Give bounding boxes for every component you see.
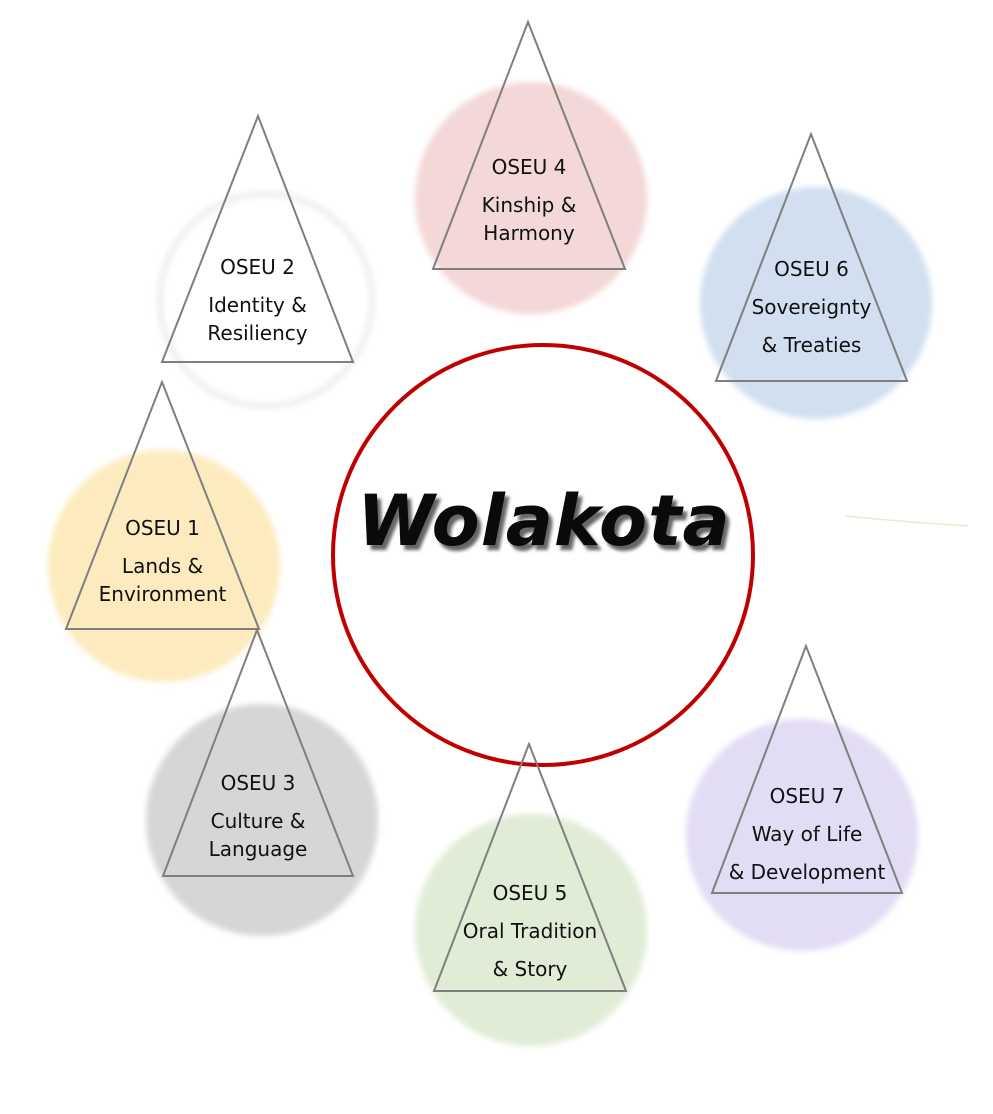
oseu-2-line-3: Resiliency xyxy=(207,321,308,345)
oseu-1-line-3: Environment xyxy=(98,582,227,606)
oseu-5-line-3: & Story xyxy=(492,957,568,981)
oseu-4-line-1: OSEU 4 xyxy=(491,155,567,179)
oseu-3-circle xyxy=(146,704,378,936)
oseu-6-line-2: Sovereignty xyxy=(751,295,872,319)
oseu-4-line-3: Harmony xyxy=(483,221,575,245)
oseu-4-circle xyxy=(415,82,647,314)
oseu-5-line-1: OSEU 5 xyxy=(492,881,568,905)
oseu-7-line-2: Way of Life xyxy=(751,822,863,846)
oseu-2-line-2: Identity & xyxy=(208,293,307,317)
oseu-3-line-3: Language xyxy=(208,837,308,861)
oseu-7-line-1: OSEU 7 xyxy=(769,784,845,808)
oseu-2-line-1: OSEU 2 xyxy=(220,255,295,279)
oseu-4-line-2: Kinship & xyxy=(481,193,577,217)
center-circle xyxy=(331,343,755,767)
oseu-1-line-2: Lands & xyxy=(121,554,204,578)
oseu-1-circle xyxy=(48,450,280,682)
oseu-5-triangle xyxy=(432,741,628,992)
decorative-arc xyxy=(844,515,969,527)
oseu-6-line-3: & Treaties xyxy=(761,333,862,357)
unit-triangles xyxy=(64,19,909,992)
center-title: Wolakota xyxy=(357,480,731,562)
oseu-1-line-1: OSEU 1 xyxy=(125,516,200,540)
oseu-6-label: OSEU 6 Sovereignty & Treaties xyxy=(716,257,907,355)
oseu-3-line-2: Culture & xyxy=(210,809,306,833)
oseu-1-label: OSEU 1 Lands & Environment xyxy=(66,518,259,608)
oseu-3-line-1: OSEU 3 xyxy=(220,771,296,795)
oseu-2-triangle xyxy=(160,113,355,363)
oseu-3-label: OSEU 3 Culture & Language xyxy=(163,773,353,863)
oseu-2-circle xyxy=(157,191,375,409)
oseu-6-circle xyxy=(700,187,932,419)
oseu-5-circle xyxy=(415,814,647,1046)
oseu-4-label: OSEU 4 Kinship & Harmony xyxy=(433,157,625,247)
oseu-5-line-2: Oral Tradition xyxy=(462,919,598,943)
oseu-1-triangle xyxy=(64,379,261,630)
oseu-7-triangle xyxy=(710,643,904,894)
oseu-5-label: OSEU 5 Oral Tradition & Story xyxy=(434,881,626,979)
oseu-4-triangle xyxy=(431,19,627,270)
oseu-6-triangle xyxy=(714,131,909,382)
oseu-2-label: OSEU 2 Identity & Resiliency xyxy=(162,257,353,347)
oseu-3-triangle xyxy=(161,627,355,877)
oseu-7-line-3: & Development xyxy=(728,860,886,884)
oseu-6-line-1: OSEU 6 xyxy=(774,257,849,281)
oseu-7-label: OSEU 7 Way of Life & Development xyxy=(712,784,902,882)
